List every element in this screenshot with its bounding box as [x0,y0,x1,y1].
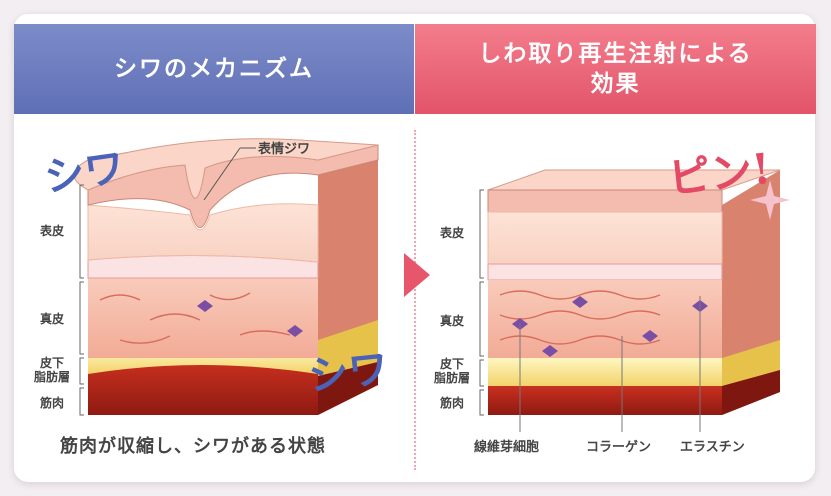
left-label-subcut-2: 脂肪層 [34,370,71,384]
right-brackets [479,189,484,416]
right-label-muscle: 筋肉 [440,396,465,410]
right-skin-block [487,169,781,432]
right-label-subcut-2: 脂肪層 [434,371,471,385]
right-label-dermis: 真皮 [440,314,465,328]
left-label-dermis: 真皮 [40,312,65,326]
big-text-left-2: シワ [306,344,391,401]
cell-label-collagen: コラーゲン [586,440,652,455]
left-label-subcut-1: 皮下 [40,356,65,370]
big-text-right: ピン! [666,143,774,204]
left-title: シワのメカニズム [114,56,314,82]
left-brackets [79,184,84,416]
left-skin-block [73,138,379,415]
right-label-subcut-1: 皮下 [440,357,465,371]
wrinkle-annotation: 表情ジワ [258,142,311,157]
big-text-left-1: シワ [41,143,128,202]
arrow-right-icon [404,253,430,297]
sparkle-icon [750,180,790,220]
cell-label-elastin: エラスチン [680,440,745,455]
left-caption: 筋肉が収縮し、シワがある状態 [60,436,326,457]
divider [414,130,416,470]
right-title-line2: 効果 [590,71,641,97]
right-label-epidermis: 表皮 [440,226,465,240]
cell-label-fibroblast: 線維芽細胞 [474,440,540,455]
left-header: シワのメカニズム [14,24,414,114]
left-label-epidermis: 表皮 [40,224,65,238]
right-header: しわ取り再生注射による 効果 [415,24,816,114]
left-label-muscle: 筋肉 [40,396,65,410]
right-title-line1: しわ取り再生注射による [478,41,753,67]
